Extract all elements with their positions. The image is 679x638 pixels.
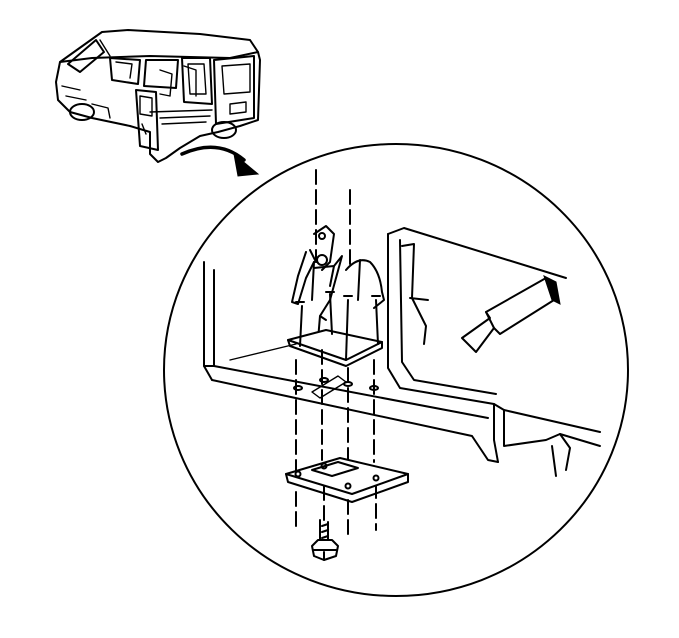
upper-bracket xyxy=(287,291,383,367)
alignment-lines xyxy=(295,169,377,541)
bolt xyxy=(311,485,339,561)
lower-plate xyxy=(285,457,409,503)
detail-magnifier xyxy=(163,143,629,597)
direction-arrow xyxy=(461,275,561,353)
callout-arrow xyxy=(180,145,260,177)
floor-panel-left xyxy=(203,261,499,463)
jack-hump xyxy=(345,259,385,309)
floor-panel-rear xyxy=(387,227,601,477)
van-illustration xyxy=(55,29,261,163)
